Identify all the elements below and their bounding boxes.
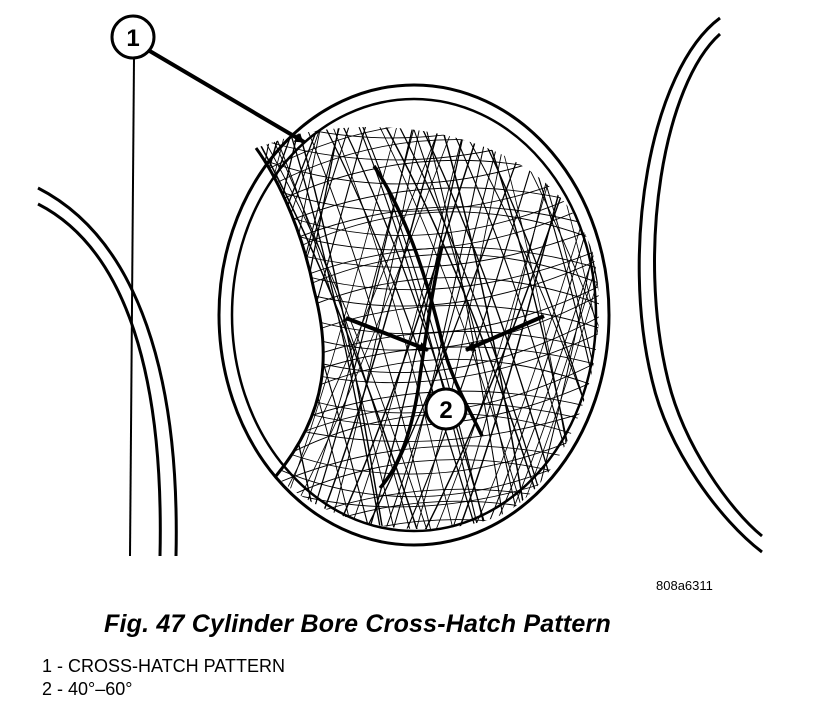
legend-item-1-label: CROSS-HATCH PATTERN [68, 656, 286, 676]
hatch-line [512, 127, 600, 530]
hatch-line [259, 127, 422, 530]
hatch-line [604, 85, 760, 555]
hatch-line [504, 127, 600, 530]
hatch-line [612, 108, 759, 568]
callout-legend: 1 - CROSS-HATCH PATTERN 2 - 40°–60° [42, 655, 285, 701]
hatch-line [256, 127, 326, 530]
hatch-line [497, 127, 600, 530]
hatch-line [587, 127, 600, 530]
hatch-line [484, 127, 600, 530]
adjacent-bore-right-outer [637, 16, 763, 554]
hatch-line [323, 127, 462, 530]
hatch-boundary [254, 147, 325, 477]
hatch-line [322, 127, 430, 530]
hatch-line [536, 127, 600, 530]
adjacent-bore-left-outer [37, 186, 178, 557]
hatch-line [274, 127, 474, 530]
hatch-line [341, 127, 477, 530]
hatch-line [579, 127, 600, 530]
hatch-line [656, 114, 816, 574]
legend-item-1-number: 1 [42, 656, 53, 676]
bore-inner-ring [230, 97, 598, 533]
hatch-line [301, 127, 443, 530]
hatch-line [256, 494, 600, 530]
hatch-line [281, 127, 388, 530]
hatch-line [287, 127, 427, 530]
legend-item-2-label: 40°–60° [68, 679, 133, 699]
hatch-line [299, 127, 425, 530]
hatch-line [501, 127, 600, 530]
callout-2-number: 2 [439, 397, 452, 424]
hatch-line [256, 127, 312, 530]
hatch-line [667, 120, 816, 580]
callout-1-number: 1 [126, 25, 139, 52]
callout-1: 1 [110, 14, 306, 557]
figure-id: 808a6311 [656, 578, 713, 593]
callout-1-vertical-rule [129, 57, 135, 557]
hatch-line [256, 127, 300, 530]
hatch-angle-line-left [372, 165, 484, 437]
adjacent-bore-right-inner [653, 32, 763, 538]
hatch-line [645, 119, 816, 579]
bore-outer-ring [217, 83, 611, 547]
hatch-line [256, 127, 296, 530]
hatch-line [256, 211, 600, 281]
hatch-line [538, 127, 600, 530]
hatch-line [386, 127, 499, 530]
adjacent-bore-right [637, 16, 763, 554]
cylinder-bore [217, 83, 611, 547]
callout-2: 2 [345, 314, 545, 431]
hatch-line [329, 127, 498, 530]
hatch-line [559, 127, 600, 530]
hatch-line [256, 127, 311, 530]
hatch-line [584, 127, 600, 530]
hatch-angle-line-right [378, 245, 444, 490]
hatch-line [256, 127, 282, 530]
legend-item-2-number: 2 [42, 679, 53, 699]
legend-item-2: 2 - 40°–60° [42, 678, 285, 701]
legend-item-1: 1 - CROSS-HATCH PATTERN [42, 655, 285, 678]
figure-caption: Fig. 47 Cylinder Bore Cross-Hatch Patter… [104, 610, 611, 638]
callout-2-arrow-right [465, 314, 545, 352]
callout-2-arrow-left [345, 316, 429, 352]
hatch-line [256, 127, 335, 530]
adjacent-bore-left-inner [37, 202, 162, 557]
callout-2-circle [424, 387, 468, 431]
cylinder-bore-diagram: 1 2 [37, 14, 816, 600]
callout-1-leader [146, 48, 306, 144]
legend-separator: - [52, 679, 69, 699]
hatch-line [256, 500, 600, 530]
hatch-angle-lines [372, 165, 484, 490]
legend-separator: - [52, 656, 69, 676]
hatch-line [465, 127, 600, 530]
hatch-line [678, 102, 816, 562]
adjacent-bore-left [37, 186, 178, 557]
hatch-line [256, 127, 600, 139]
hatch-line [567, 127, 600, 530]
hatch-line [465, 127, 600, 530]
hatch-line [256, 519, 600, 530]
hatch-line [240, 538, 620, 600]
